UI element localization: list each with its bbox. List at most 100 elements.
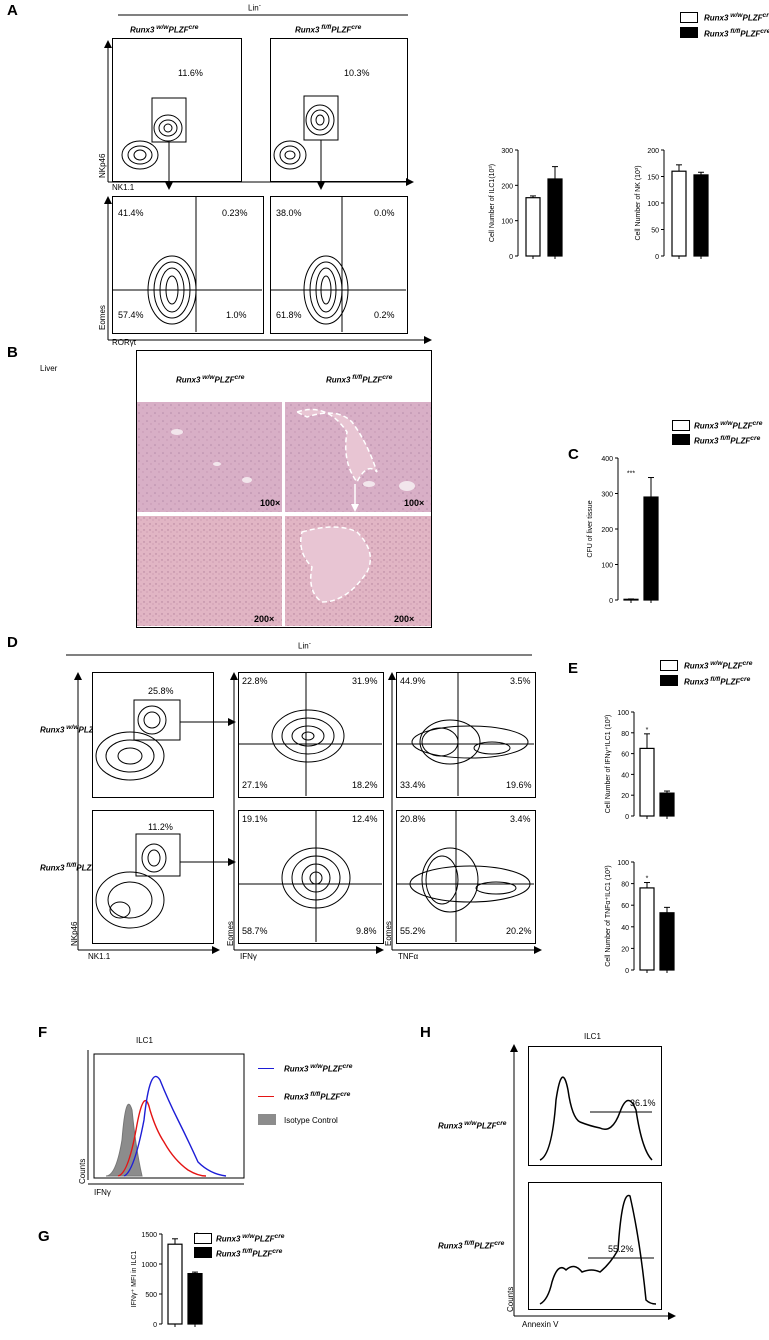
lin-bracket-d (66, 654, 532, 656)
quad-a-l-ur: 0.23% (222, 208, 248, 218)
legend-f-isotype-label: Isotype Control (284, 1116, 338, 1125)
y-tick-label: 100 (617, 710, 629, 717)
quad-d-ifn-bottom-ul: 19.1% (242, 814, 268, 824)
quad-a-l-lr: 1.0% (226, 310, 247, 320)
panel-letter-f: F (38, 1024, 48, 1041)
y-tick-label: 200 (647, 148, 659, 155)
y-axis-label: Cell Number of NK (10³) (635, 165, 642, 240)
mag-b-3: 200× (254, 614, 275, 624)
quad-d-tnf-top-ur: 3.5% (510, 676, 531, 686)
legend-g-fl-swatch (194, 1247, 212, 1258)
panel-letter-d: D (7, 634, 18, 651)
mag-b-4: 200× (394, 614, 415, 624)
quad-d-tnf-bottom-lr: 20.2% (506, 926, 532, 936)
legend-g-fl-label: Runx3 fl/flPLZFcre (216, 1248, 283, 1259)
quad-d-ifn-bottom-ur: 12.4% (352, 814, 378, 824)
quad-d-tnf-top-ul: 44.9% (400, 676, 426, 686)
legend-g-wt-swatch (194, 1233, 212, 1244)
y-tick-label: 400 (601, 456, 613, 463)
quad-d-tnf-top-lr: 19.6% (506, 780, 532, 790)
legend-g-wt-label: Runx3 w/wPLZFcre (216, 1233, 285, 1244)
axis-f-ifng: IFNγ (94, 1188, 111, 1197)
bar (693, 174, 709, 257)
y-tick-label: 80 (621, 882, 629, 889)
quad-d-ifn-top-ll: 27.1% (242, 780, 268, 790)
y-tick-label: 0 (609, 598, 613, 605)
wt-histogram (123, 1075, 227, 1177)
axis-d-tnfa: TNFα (398, 952, 419, 961)
y-tick-label: 0 (153, 1322, 157, 1329)
lin-label-d: Lin- (298, 640, 311, 651)
axis-h-annexin: Annexin V (522, 1320, 559, 1329)
flow-plot-a-bottom-right (270, 196, 408, 334)
significance-label: * (646, 876, 649, 883)
flow-plot-d-tnf-bottom (396, 810, 536, 944)
lin-label-a: Lin- (248, 2, 261, 13)
histology-images-b (137, 402, 431, 626)
mag-b-1: 100× (260, 498, 281, 508)
quad-a-r-ll: 61.8% (276, 310, 302, 320)
y-tick-label: 1500 (141, 1232, 157, 1239)
panel-letter-c: C (568, 446, 579, 463)
legend-a-fl-label: Runx3 fl/flPLZFcre (704, 28, 769, 39)
y-tick-label: 300 (501, 148, 513, 155)
flow-plot-d-ifn-bottom (238, 810, 384, 944)
isotype-histogram (105, 1103, 143, 1177)
y-axis-label: CFU of liver tissue (587, 500, 594, 557)
pct-a-top-left: 11.6% (178, 68, 203, 78)
histogram-h-curves (510, 1044, 676, 1320)
quad-a-r-ul: 38.0% (276, 208, 302, 218)
flow-contours-a-top (104, 40, 414, 190)
mag-b-2: 100× (404, 498, 425, 508)
y-axis-label: Cell Number of IFNγ⁺ILC1 (10³) (605, 715, 612, 814)
lin-bracket-a (118, 14, 408, 16)
quad-d-tnf-bottom-ul: 20.8% (400, 814, 426, 824)
quad-d-tnf-top-ll: 33.4% (400, 780, 426, 790)
panel-letter-a: A (7, 2, 18, 19)
legend-c-wt-label: Runx3 w/wPLZFcre (694, 420, 763, 431)
y-tick-label: 200 (501, 183, 513, 190)
y-tick-label: 80 (621, 731, 629, 738)
quad-a-r-lr: 0.2% (374, 310, 395, 320)
legend-f-isotype-swatch (258, 1114, 276, 1125)
legend-a-fl-swatch (680, 27, 698, 38)
quad-d-tnf-bottom-ll: 55.2% (400, 926, 426, 936)
y-tick-label: 0 (625, 814, 629, 821)
axis-d-ifng: IFNγ (240, 952, 257, 961)
quad-d-ifn-bottom-ll: 58.7% (242, 926, 268, 936)
gate-h-top: 36.1% (630, 1098, 656, 1108)
fl-histogram (117, 1099, 207, 1177)
legend-e-fl-swatch (660, 675, 678, 686)
axis-d-nk11: NK1.1 (88, 952, 111, 961)
legend-e-fl-label: Runx3 fl/flPLZFcre (684, 676, 751, 687)
legend-c-wt-swatch (672, 420, 690, 431)
legend-f-wt-label: Runx3 w/wPLZFcre (284, 1063, 353, 1074)
y-tick-label: 60 (621, 903, 629, 910)
flow-contours-d (74, 672, 542, 954)
y-tick-label: 0 (655, 254, 659, 261)
flow-plot-a-top-left (112, 38, 242, 182)
quad-d-ifn-bottom-lr: 9.8% (356, 926, 377, 936)
quad-a-l-ul: 41.4% (118, 208, 144, 218)
y-tick-label: 200 (601, 527, 613, 534)
quad-a-r-ur: 0.0% (374, 208, 395, 218)
axis-a-rorgt: RORγt (112, 338, 136, 347)
quad-a-l-ll: 57.4% (118, 310, 144, 320)
genotype-wt-b: Runx3 w/wPLZFcre (176, 374, 245, 385)
y-tick-label: 150 (647, 175, 659, 182)
title-f: ILC1 (136, 1036, 153, 1045)
legend-a-wt-label: Runx3 w/wPLZFcre (704, 12, 769, 23)
gate-h-bottom: 55.2% (608, 1244, 634, 1254)
flow-plot-d-nk-bottom (92, 810, 214, 944)
genotype-fl-a: Runx3 fl/flPLZFcre (295, 24, 362, 35)
y-tick-label: 500 (145, 1292, 157, 1299)
gate-d-bottom: 11.2% (148, 822, 173, 832)
legend-e-wt-label: Runx3 w/wPLZFcre (684, 660, 753, 671)
y-tick-label: 100 (501, 219, 513, 226)
y-tick-label: 0 (509, 254, 513, 261)
y-tick-label: 100 (647, 201, 659, 208)
y-axis-label: IFNγ⁺ MFI in ILC1 (131, 1251, 138, 1308)
